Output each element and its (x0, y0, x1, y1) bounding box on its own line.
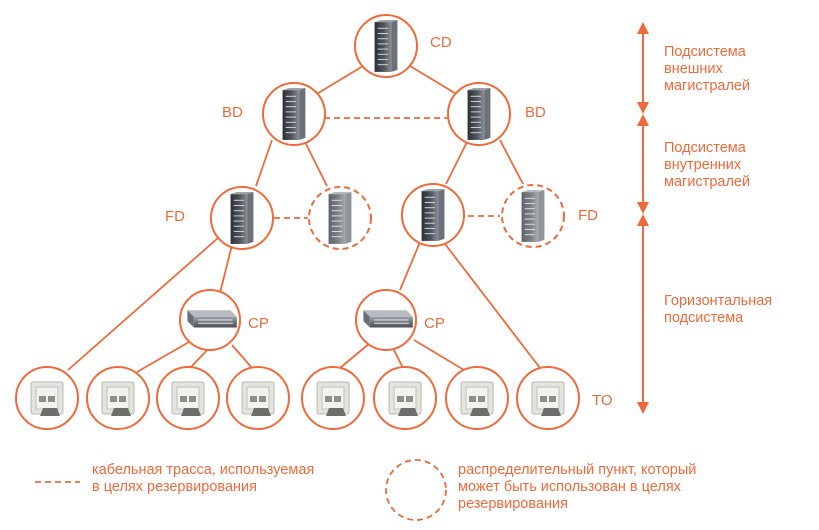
outlet-icon (30, 381, 64, 417)
link-cp-left-to-4 (231, 344, 253, 369)
link-cp-right-to-5 (339, 342, 371, 369)
to-group (15, 366, 580, 430)
reserve-lines (274, 117, 500, 219)
fd-left-rack-icon (230, 192, 254, 245)
cp-right-switch-icon (362, 309, 413, 329)
link-cd-bd-right (409, 65, 464, 99)
subsystem-arrows (637, 22, 649, 414)
cd-rack-icon (374, 20, 398, 73)
bd-left-label: BD (222, 104, 243, 121)
link-bd-left-fd-left (255, 139, 273, 187)
outlet-icon (460, 381, 494, 417)
link-bd-right-fd-right-reserve (499, 139, 524, 185)
internal-backbone-subsystem-label: Подсистема внутренних магистралей (664, 140, 751, 190)
cp-left-label: CP (248, 315, 269, 332)
fd-right-reserve-rack-icon (521, 190, 545, 243)
outlet-icon (316, 381, 350, 417)
fd-left-reserve-rack-icon (328, 192, 352, 245)
double-arrow-icon (637, 214, 649, 414)
to-label: TO (592, 392, 613, 409)
link-fd-left-to-1 (67, 237, 219, 371)
link-cp-left-to-2 (136, 337, 197, 373)
link-fd-left-cp-left (219, 244, 233, 294)
outlet-icon (531, 381, 565, 417)
link-bd-left-fd-left-reserve (303, 139, 328, 187)
cp-left-switch-icon (186, 309, 237, 329)
outlet-icon (388, 381, 422, 417)
legend-dashed-line-text: кабельная трасса, используемая в целях р… (92, 462, 315, 495)
link-cp-right-to-7 (413, 339, 465, 371)
bd-right-rack-icon (467, 88, 491, 141)
fd-left-label: FD (165, 208, 185, 225)
fd-right-label: FD (578, 207, 598, 224)
legend-dashed-circle-icon (385, 459, 447, 521)
external-backbone-subsystem-label: Подсистема внешних магистралей (664, 44, 751, 94)
outlet-icon (241, 381, 275, 417)
outlet-icon (171, 381, 205, 417)
bd-right-label: BD (525, 104, 546, 121)
horizontal-subsystem-label: Горизонтальная подсистема (664, 293, 773, 326)
cp-right-label: CP (424, 315, 445, 332)
link-cd-bd-left (309, 65, 364, 99)
fd-right-rack-icon (421, 189, 445, 242)
bd-left-rack-icon (282, 88, 306, 141)
cd-label: CD (430, 34, 452, 51)
legend-dashed-circle-text: распределительный пункт, который может б… (458, 462, 697, 512)
double-arrow-icon (637, 114, 649, 214)
outlet-icon (101, 381, 135, 417)
link-fd-right-cp-right (399, 241, 421, 291)
double-arrow-icon (637, 22, 649, 114)
link-fd-right-to-8 (444, 243, 541, 369)
link-bd-right-fd-right (445, 139, 469, 185)
